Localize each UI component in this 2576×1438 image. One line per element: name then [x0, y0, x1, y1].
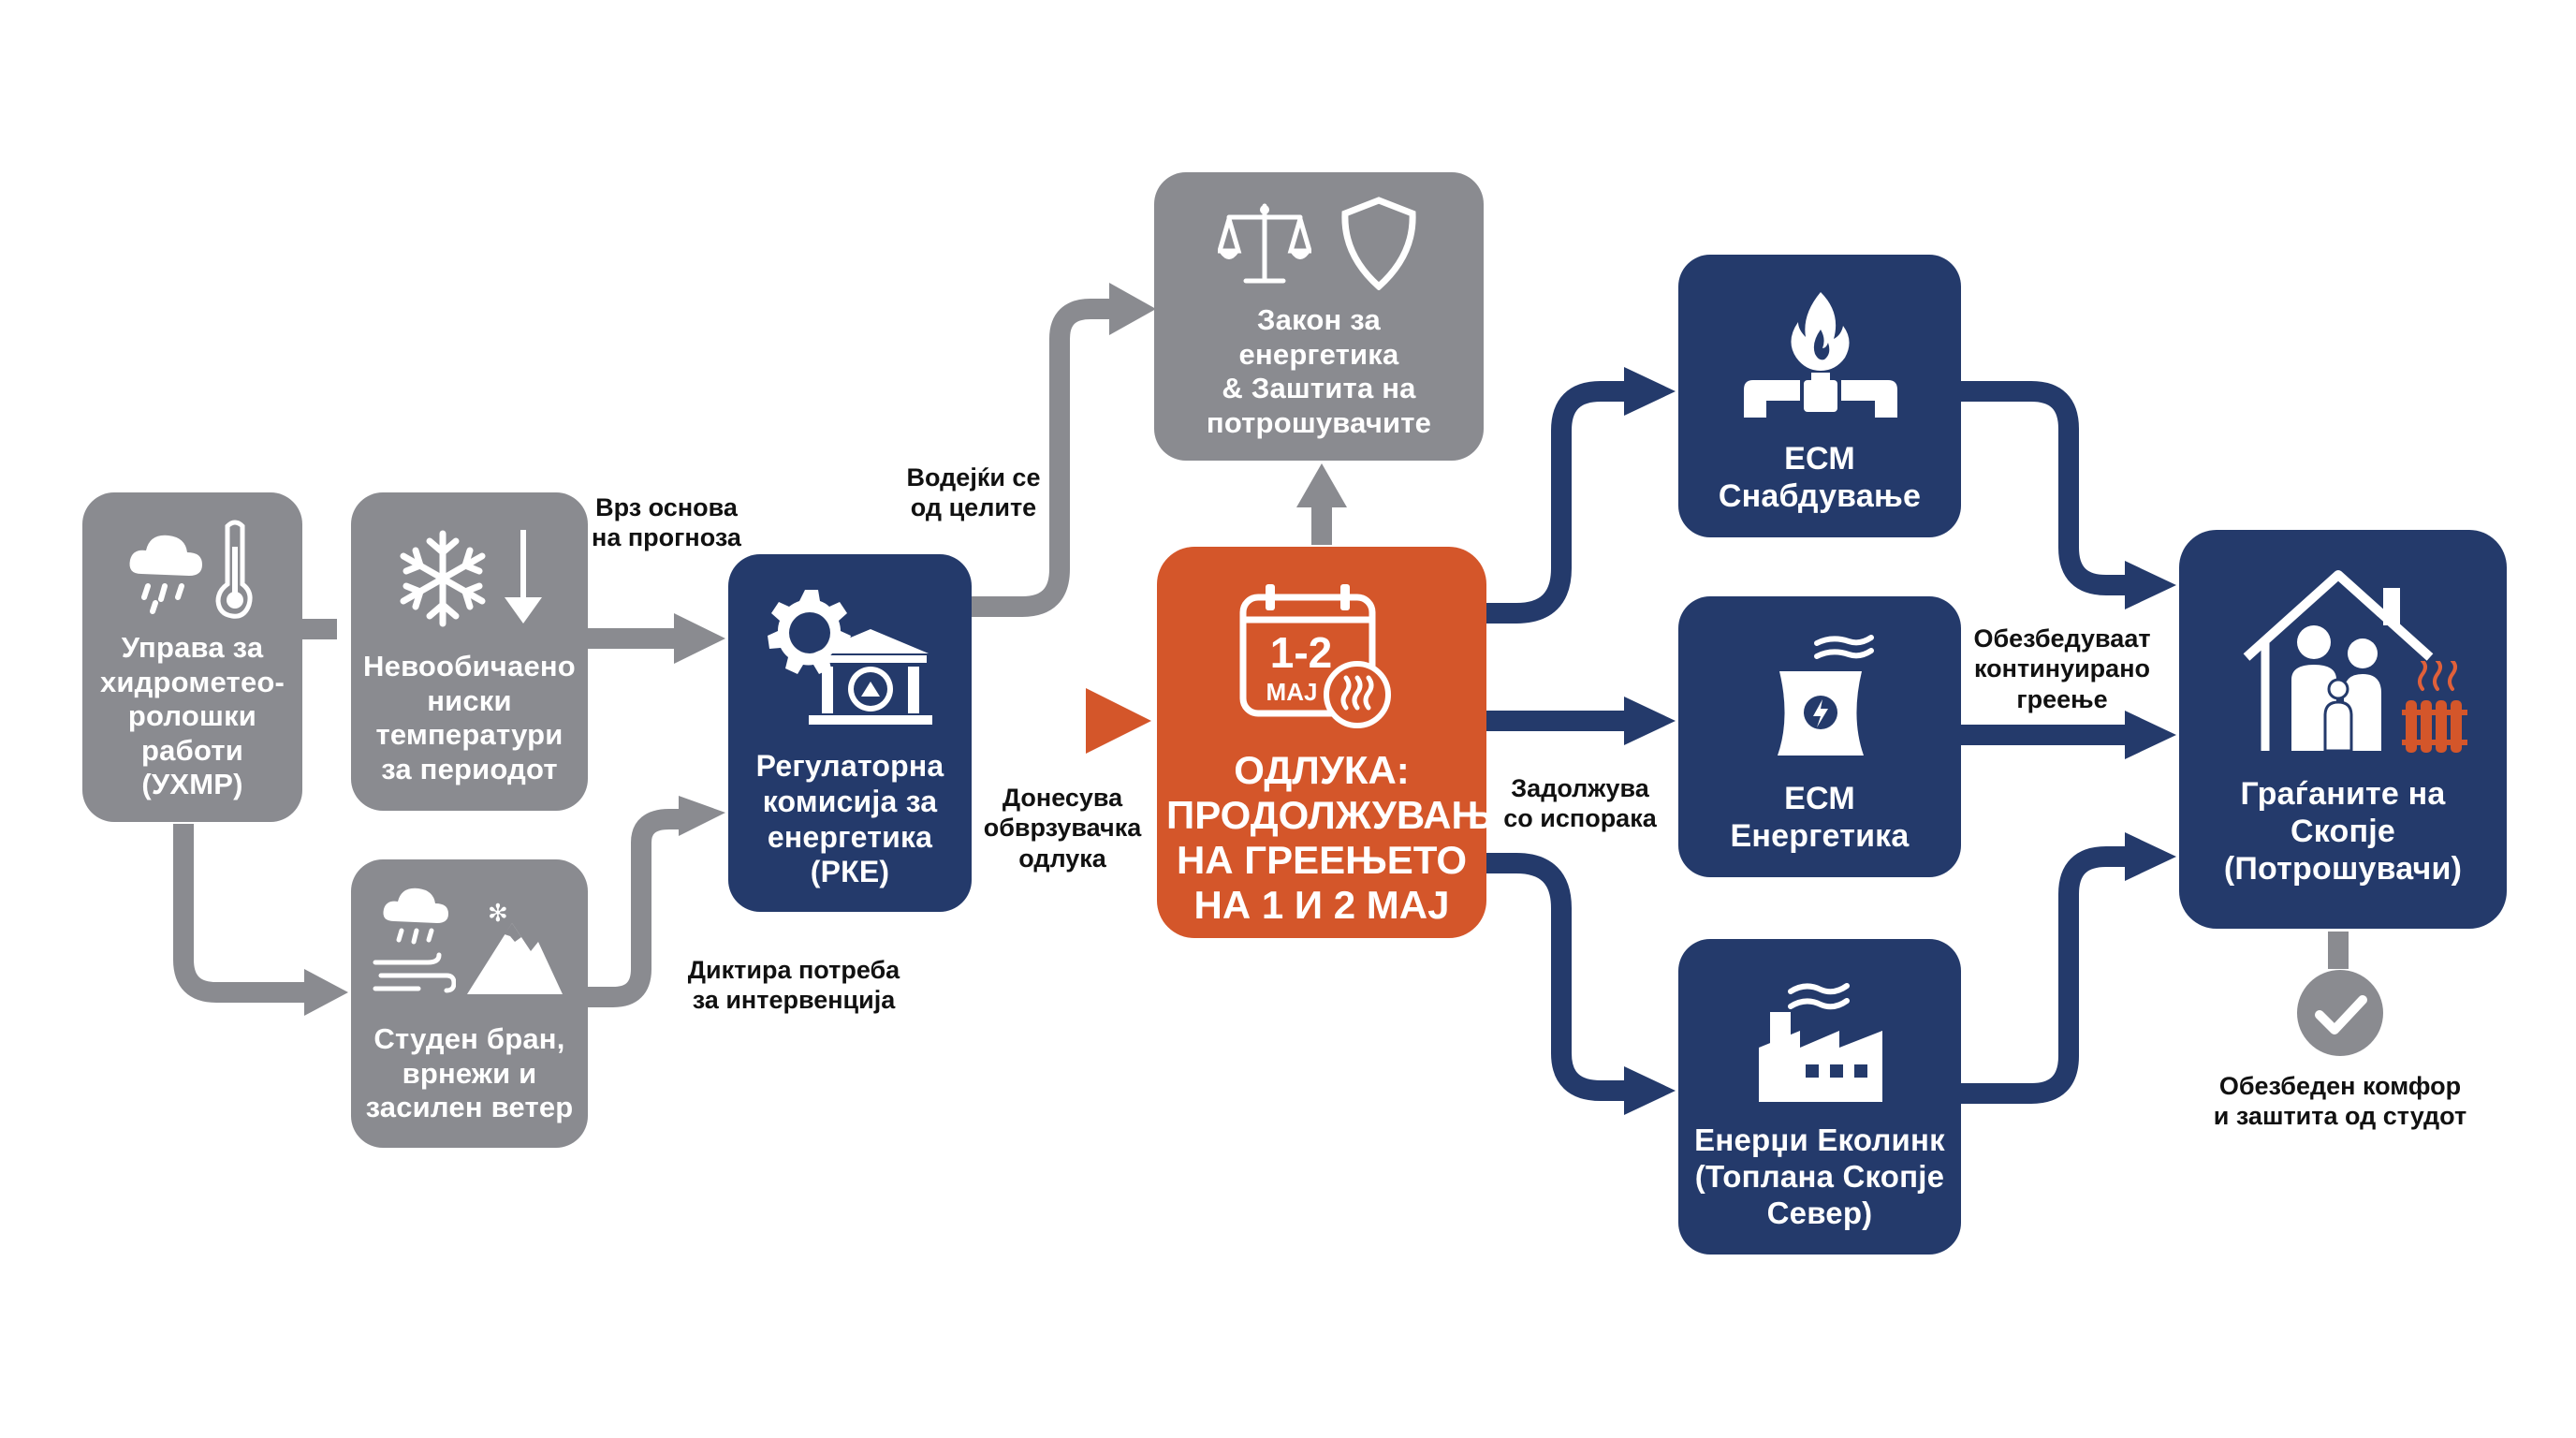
rain-cloud-icon: [129, 535, 202, 614]
node-esm-supply: ЕСМ Снабдување: [1678, 255, 1961, 537]
outcome-label: Обезбеден комфор и заштита од студот: [2213, 1072, 2467, 1131]
svg-text:✻: ✻: [488, 900, 508, 928]
node-rke: Регулаторна комисија за енергетика (РКЕ): [728, 554, 972, 912]
down-arrow-icon: [505, 530, 542, 624]
arrowhead: [674, 613, 725, 664]
node-ecolink: Енерџи Еколинк (Топлана Скопје Север): [1678, 939, 1961, 1255]
heat-icon: [1324, 661, 1391, 728]
shield-icon: [1341, 197, 1416, 290]
arrowhead: [1624, 1066, 1676, 1115]
arrow-decision-to-esm-supply: [1486, 381, 1629, 624]
calendar-day: 1-2: [1270, 628, 1332, 677]
arrowhead: [1624, 697, 1676, 745]
arrowhead: [304, 969, 348, 1016]
node-low-temperatures: Невообичаено ниски температури за период…: [351, 492, 588, 811]
edge-label-ensure-heating: Обезбедуваат континуирано греење: [1973, 624, 2151, 713]
snowy-mountain-icon: ✻: [467, 900, 563, 994]
calendar-month: МАЈ: [1266, 678, 1318, 706]
arrow-cold-front-to-rke: [588, 809, 688, 1007]
arrow-decision-to-ecolink: [1486, 853, 1629, 1101]
arrow-ecolink-to-citizens: [1961, 846, 2139, 1104]
arrow-rke-to-law: [972, 299, 1114, 617]
snowflake-icon: [400, 530, 486, 627]
node-ecolink-label: Енерџи Еколинк (Топлана Скопје Север): [1694, 1123, 1945, 1230]
node-esm-supply-label: ЕСМ Снабдување: [1718, 441, 1922, 515]
node-esm-energy-label: ЕСМ Енергетика: [1730, 781, 1910, 855]
radiator-icon: [2402, 661, 2467, 753]
arrowhead: [679, 796, 725, 836]
arrowhead: [1296, 463, 1347, 507]
check-circle-icon: [2297, 970, 2383, 1056]
node-decision: 1-2 МАЈ ОДЛУКА: ПРОДОЛЖУВАЊЕ НА ГРЕЕЊЕТО…: [1157, 547, 1520, 938]
node-law-label: Закон за енергетика & Заштита на потрошу…: [1206, 303, 1432, 439]
arrow-uhmr-to-cold-front: [173, 824, 309, 1003]
node-citizens: Граѓаните на Скопје (Потрошувачи): [2179, 530, 2507, 929]
gas-flame-pipe-icon: [1744, 292, 1897, 418]
edge-label-adopts-binding-decision: Донесува обврзувачка одлука: [983, 784, 1142, 873]
thermometer-icon: [215, 520, 253, 619]
node-law: Закон за енергетика & Заштита на потрошу…: [1154, 172, 1484, 461]
node-uhmr-label: Управа за хидрометео- ролошки работи (УХ…: [99, 631, 285, 801]
node-cold-front-label: Студен бран, врнежи и засилен ветер: [365, 1022, 574, 1124]
node-citizens-label: Граѓаните на Скопје (Потрошувачи): [2223, 776, 2463, 888]
edge-label-based-on-forecast: Врз основа на прогноза: [592, 493, 741, 552]
power-plant-icon: [1778, 635, 1874, 756]
house-family-icon: [2243, 570, 2434, 753]
factory-icon: [1759, 983, 1882, 1102]
node-cold-front: ✻ Студен бран, врнежи и засилен ветер: [351, 859, 588, 1148]
rain-cloud-icon: [383, 888, 448, 945]
edge-label-dictates-need: Диктира потреба за интервенција: [687, 956, 900, 1015]
node-esm-energy: ЕСМ Енергетика: [1678, 596, 1961, 877]
node-rke-label: Регулаторна комисија за енергетика (РКЕ): [755, 749, 944, 889]
wind-icon: [373, 952, 456, 993]
scales-icon: [1218, 203, 1311, 284]
arrowhead: [1624, 367, 1676, 416]
arrowhead: [1109, 283, 1156, 335]
node-decision-label: ОДЛУКА: ПРОДОЛЖУВАЊЕ НА ГРЕЕЊЕТО НА 1 И …: [1166, 748, 1520, 927]
arrowhead: [2125, 711, 2176, 759]
edge-label-guided-by-goals: Водејќи се од целите: [906, 463, 1041, 522]
edge-label-obliges-delivery: Задолжува со испорака: [1503, 774, 1657, 833]
node-low-temperatures-label: Невообичаено ниски температури за период…: [363, 650, 576, 785]
node-uhmr: Управа за хидрометео- ролошки работи (УХ…: [82, 492, 302, 822]
calendar-icon: 1-2 МАЈ: [1239, 584, 1376, 717]
arrowhead: [1086, 688, 1151, 754]
institution-building-icon: [809, 629, 932, 725]
arrowhead: [2125, 832, 2176, 881]
arrow-esm-supply-to-citizens: [1961, 381, 2139, 595]
arrowhead: [2125, 561, 2176, 609]
